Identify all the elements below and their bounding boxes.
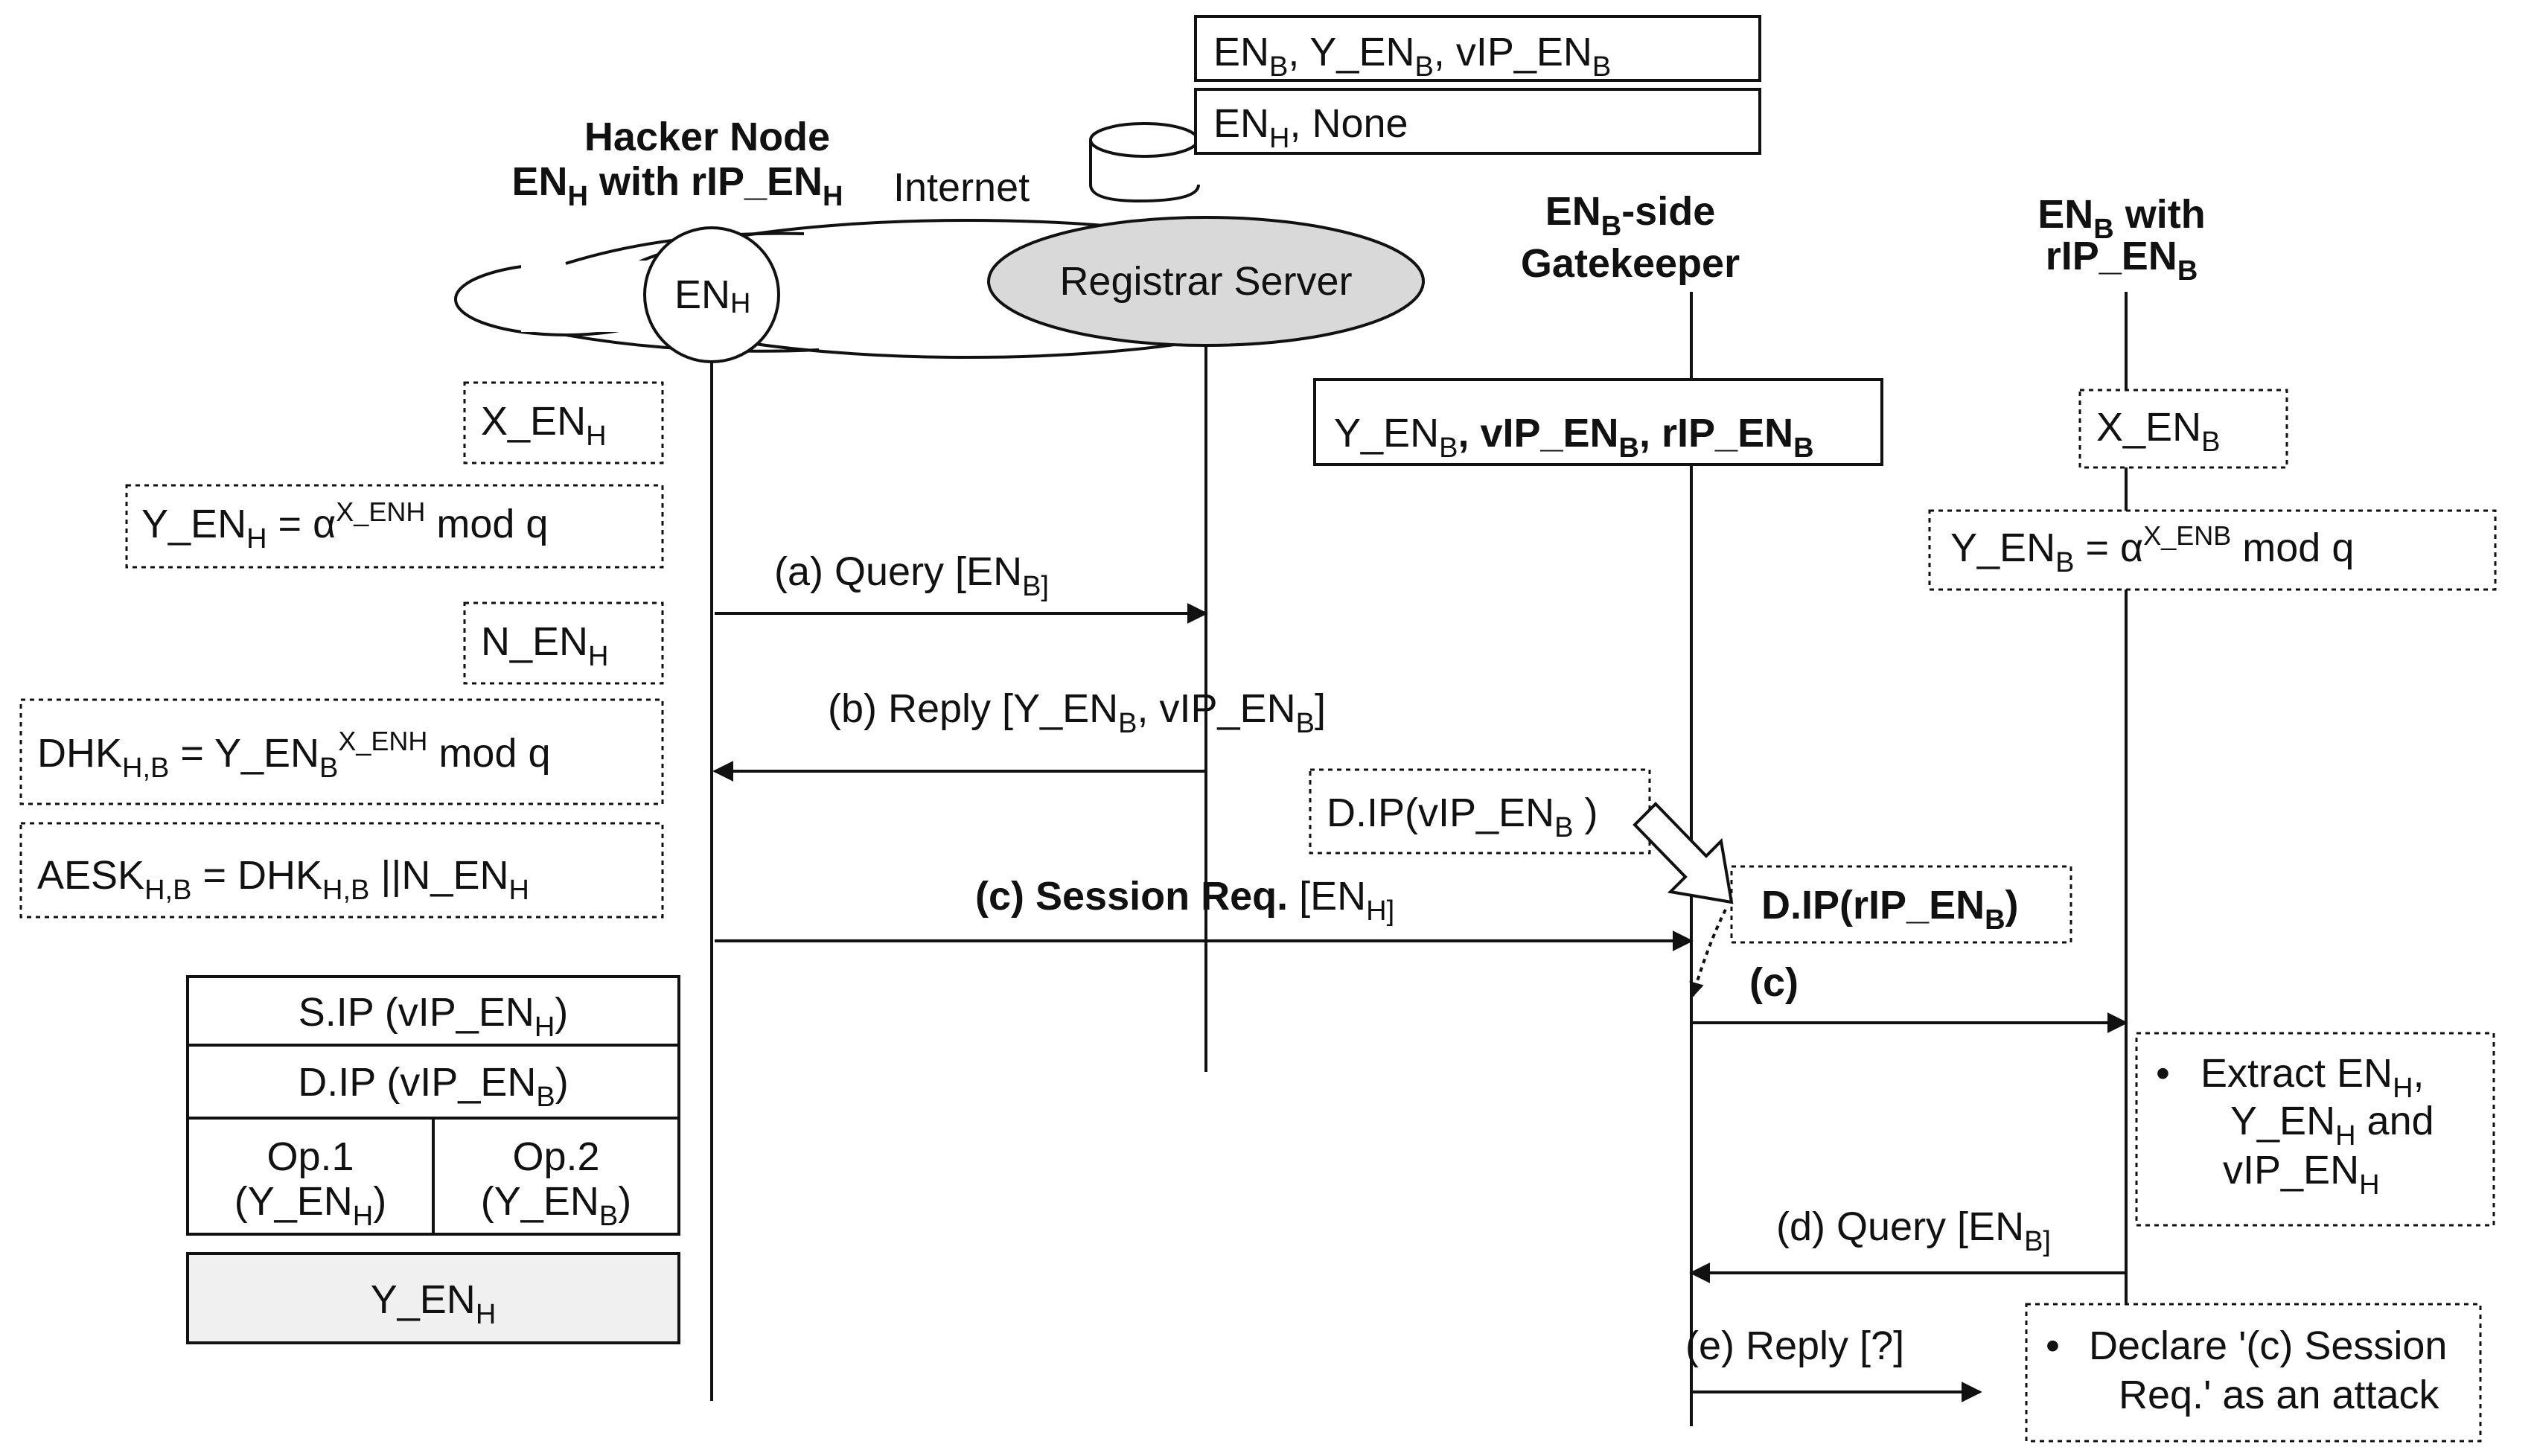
enb-x-text: X_ENB bbox=[2096, 405, 2220, 458]
hacker-n-text: N_ENH bbox=[481, 619, 609, 672]
enb-declare-line2: Req.' as an attack bbox=[2119, 1373, 2440, 1417]
enb-declare-line1: Declare '(c) Session bbox=[2089, 1324, 2447, 1368]
hacker-y-box bbox=[125, 484, 664, 569]
registrar-server-label: Registrar Server bbox=[1059, 259, 1352, 304]
packet-sip-field bbox=[186, 975, 680, 1047]
hacker-n-box bbox=[463, 601, 664, 685]
enb-title-line1: ENB with bbox=[2037, 192, 2205, 245]
enb-extract-line3: vIP_ENH bbox=[2223, 1148, 2380, 1201]
hacker-title-line1: Hacker Node bbox=[584, 115, 830, 159]
enb-y-text: Y_ENB = αX_ENB mod q bbox=[1950, 520, 2354, 578]
hacker-dhk-box bbox=[19, 698, 664, 805]
enb-extract-line1: Extract ENH, bbox=[2201, 1051, 2425, 1104]
msg-c2-label: (c) bbox=[1749, 960, 1799, 1005]
gatekeeper-table-text: Y_ENB, vIP_ENB, rIP_ENB bbox=[1334, 411, 1814, 464]
packet-op2-field bbox=[432, 1117, 680, 1236]
gatekeeper-title-line1: ENB-side bbox=[1545, 189, 1716, 242]
enb-y-box bbox=[1928, 509, 2497, 591]
msg-a-label: (a) Query [ENB] bbox=[774, 549, 1049, 602]
gatekeeper-dip-after-text: D.IP(rIP_ENB) bbox=[1761, 883, 2019, 936]
db-row-enh bbox=[1194, 88, 1761, 155]
gatekeeper-dip-after-box bbox=[1730, 865, 2072, 944]
hacker-title-line2: ENH with rIP_ENH bbox=[512, 159, 843, 212]
enb-extract-line2: Y_ENH and bbox=[2230, 1099, 2434, 1152]
msg-e-label: (e) Reply [?] bbox=[1685, 1324, 1904, 1368]
hacker-aesk-text: AESKH,B = DHKH,B ||N_ENH bbox=[37, 853, 529, 906]
hacker-node-label: ENH bbox=[674, 272, 750, 319]
translate-arrow-icon bbox=[1633, 802, 1734, 904]
gatekeeper-title-line2: Gatekeeper bbox=[1521, 241, 1740, 286]
internet-label: Internet bbox=[893, 165, 1030, 210]
packet-op2-line1: Op.2 bbox=[512, 1134, 599, 1179]
packet-payload-field bbox=[186, 1252, 680, 1344]
gatekeeper-dip-before-box bbox=[1309, 768, 1651, 855]
enb-declare-box bbox=[2025, 1303, 2482, 1443]
db-row-enb-text: ENB, Y_ENB, vIP_ENB bbox=[1213, 30, 1611, 83]
packet-op2-line2: (Y_ENB) bbox=[481, 1179, 631, 1232]
enb-extract-box bbox=[2135, 1032, 2495, 1227]
packet-dip-field bbox=[186, 1044, 680, 1120]
hacker-x-box bbox=[463, 381, 664, 464]
hacker-dhk-text: DHKH,B = Y_ENBX_ENH mod q bbox=[37, 726, 551, 784]
db-row-enh-text: ENH, None bbox=[1213, 101, 1408, 154]
packet-sip-text: S.IP (vIP_ENH) bbox=[299, 990, 569, 1043]
msg-d-label: (d) Query [ENB] bbox=[1776, 1204, 2051, 1257]
db-row-enb bbox=[1194, 15, 1761, 82]
hacker-x-text: X_ENH bbox=[481, 399, 607, 452]
registrar-database: ENB, Y_ENB, vIP_ENB ENH, None bbox=[1089, 15, 1761, 203]
packet-op1-field bbox=[186, 1117, 435, 1236]
msg-c-label: (c) Session Req. [ENH] bbox=[975, 874, 1394, 927]
gatekeeper-table-box bbox=[1313, 378, 1883, 466]
enb-declare-bullet: • bbox=[2046, 1324, 2060, 1368]
packet-structure: S.IP (vIP_ENH) D.IP (vIP_ENB) Op.1 (Y_EN… bbox=[186, 975, 680, 1344]
gatekeeper-dip-before-text: D.IP(vIP_ENB ) bbox=[1327, 791, 1598, 843]
msg-b-label: (b) Reply [Y_ENB, vIP_ENB] bbox=[828, 686, 1326, 739]
enb-x-box bbox=[2078, 389, 2288, 469]
packet-op1-line1: Op.1 bbox=[267, 1134, 354, 1179]
hacker-y-text: Y_ENH = αX_ENH mod q bbox=[141, 496, 548, 555]
packet-payload-text: Y_ENH bbox=[371, 1277, 497, 1330]
enb-extract-bullet: • bbox=[2156, 1051, 2170, 1096]
packet-op1-line2: (Y_ENH) bbox=[234, 1179, 386, 1232]
hacker-aesk-box bbox=[19, 822, 664, 919]
enb-title-line2: rIP_ENB bbox=[2046, 234, 2198, 287]
dotted-pointer bbox=[1689, 909, 1727, 997]
packet-dip-text: D.IP (vIP_ENB) bbox=[298, 1060, 568, 1113]
